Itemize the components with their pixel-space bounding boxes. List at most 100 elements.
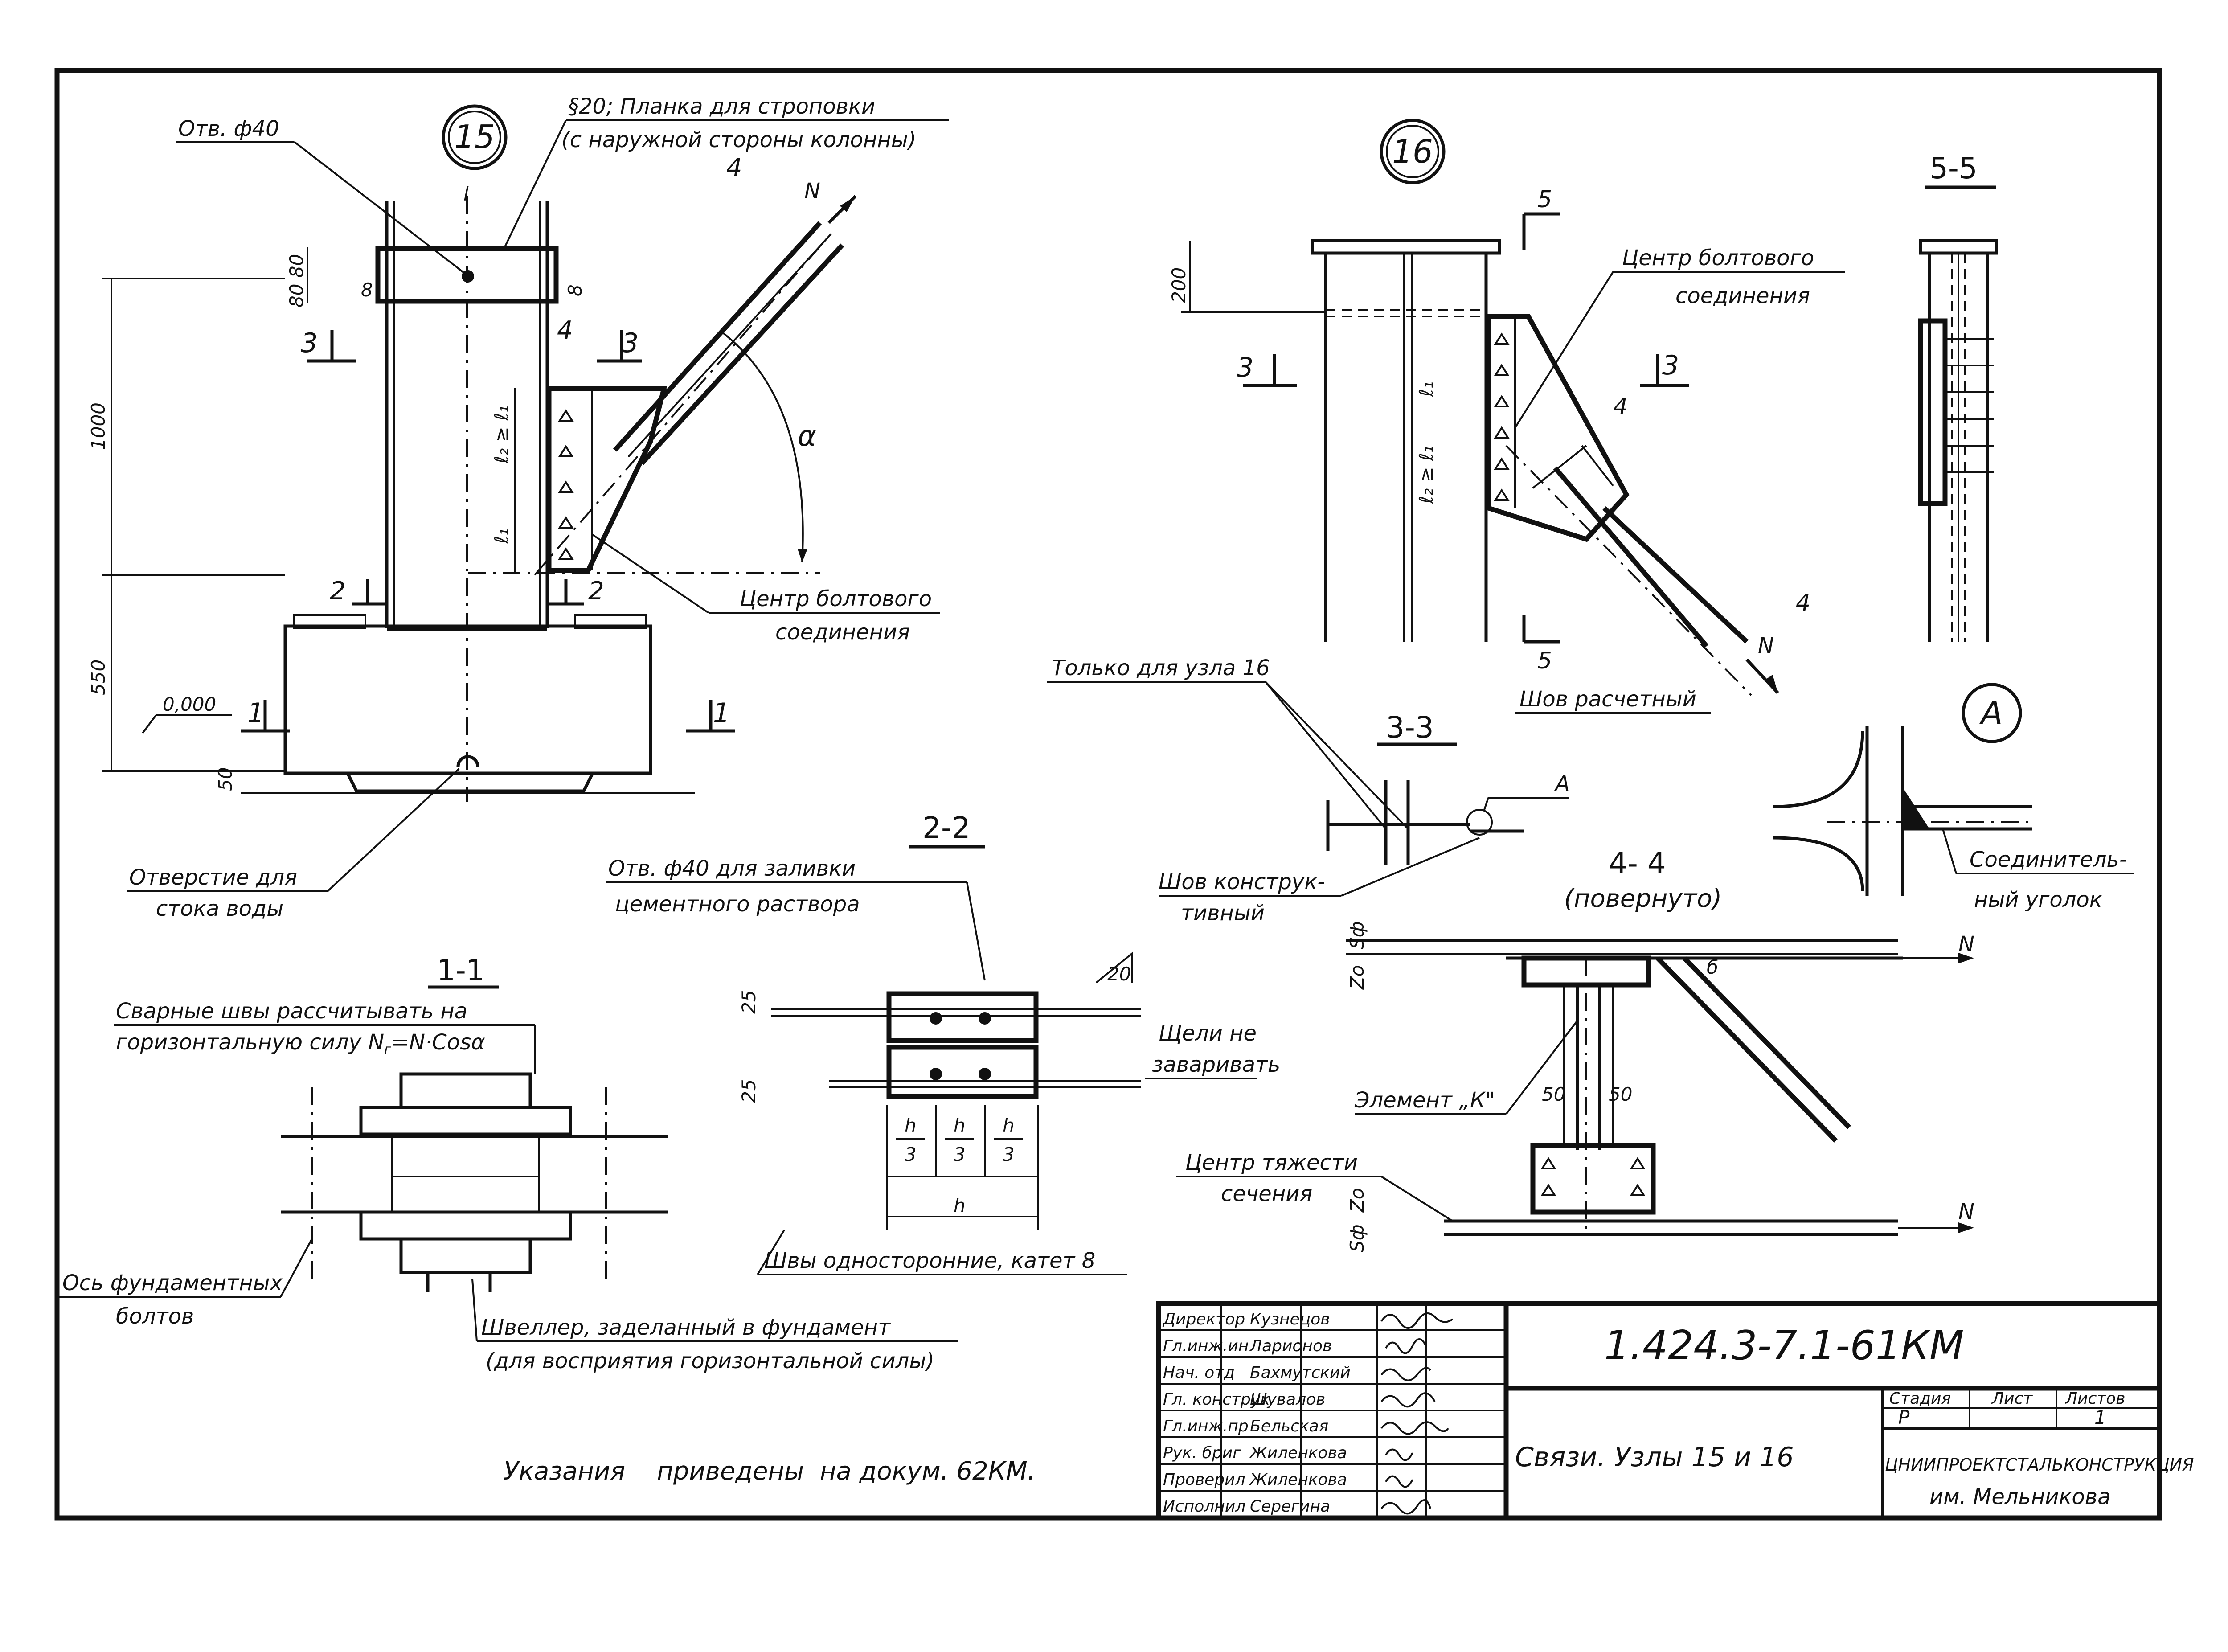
label-bolt-axis-2: болтов — [116, 1304, 194, 1329]
drawing-label: Кузнецов — [1250, 1310, 1330, 1328]
drawing-label: ℓ₂ ≥ ℓ₁ — [491, 406, 512, 464]
section-2-2-title: 2-2 — [922, 811, 971, 845]
drawing-label: A — [1554, 771, 1570, 796]
dim-550: 550 — [87, 660, 109, 695]
drawing-label: 2 — [330, 577, 346, 606]
label-centroid: Центр тяжести — [1185, 1150, 1358, 1175]
drawing-label: 50 — [1542, 1083, 1565, 1105]
drawing-label: 4 — [1796, 590, 1810, 616]
drawing-label: ℓ₁ — [1415, 381, 1437, 397]
drawing-label: 5 — [1537, 186, 1552, 213]
drawing-label: Шувалов — [1250, 1390, 1325, 1409]
node-16-number: 16 — [1392, 133, 1433, 170]
section-5-5-title: 5-5 — [1929, 151, 1978, 185]
drawing-label: N — [1758, 633, 1774, 658]
drawing-label: Гл. конструк — [1163, 1390, 1270, 1409]
node-15-number: 15 — [454, 118, 495, 156]
detail-A: A Соединитель- ный уголок — [1773, 683, 2134, 912]
drawing-label: 25 — [738, 1079, 760, 1103]
drawing-label: N — [1958, 1199, 1974, 1224]
drawing-label: Серегина — [1250, 1497, 1330, 1516]
label-drain-hole: Отверстие для — [129, 865, 297, 890]
label-drain-hole-2: стока воды — [156, 896, 283, 921]
drawing-label: N — [804, 179, 820, 204]
drawing-label: 3 — [1237, 352, 1253, 383]
label-only-node-16: Только для узла 16 — [1052, 656, 1270, 680]
detail-A-circle — [1962, 683, 2022, 743]
label-grout-hole-2: цементного раствора — [615, 892, 860, 917]
drawing-label: б — [1707, 956, 1718, 978]
drawing-label: 8 — [564, 284, 586, 296]
drawing-label: 4 — [1613, 394, 1628, 420]
node-15-circle — [442, 104, 508, 170]
drawing-code: 1.424.3-7.1-61КМ — [1604, 1322, 1964, 1369]
drawing-label: N — [1958, 932, 1974, 957]
drawing-label: 25 — [738, 990, 760, 1014]
drawing-label: Жиленкова — [1249, 1471, 1347, 1489]
drawing-label: l — [463, 183, 469, 205]
section-5-5: 5-5 — [1918, 151, 1998, 642]
title-block: Директор Кузнецов Гл.инж.ин Ларионов Нач… — [1156, 1301, 2194, 1521]
drawing-label: 1 — [2094, 1406, 2106, 1428]
drawing-label: Sф — [1346, 1224, 1368, 1252]
label-connector-2: ный уголок — [1974, 887, 2102, 912]
label-channel-2: (для восприятия горизонтальной силы) — [486, 1349, 934, 1373]
drawing-label: ℓ₁ — [491, 529, 512, 544]
drawing-label: Гл.инж.пр — [1163, 1417, 1249, 1435]
drawing-label: h — [954, 1115, 966, 1136]
drawing-label: Листов — [2064, 1390, 2125, 1408]
drawing-label: Лист — [1991, 1390, 2033, 1408]
detail-A-letter: A — [1979, 694, 2003, 732]
drawing-label: Ларионов — [1249, 1337, 1332, 1355]
drawing-label: 4 — [557, 316, 573, 345]
drawing-label: Нач. отд — [1163, 1364, 1235, 1382]
label-gaps: Щели не — [1159, 1021, 1257, 1046]
label-channel: Швеллер, заделанный в фундамент — [481, 1315, 891, 1340]
section-4-4: 4- 4 (повернуто) N N Zo Sф Zo Sф б 50 50… — [1176, 846, 1974, 1252]
label-bolt-center-15: Центр болтового — [740, 586, 932, 611]
label-weld-constr-2: тивный — [1181, 901, 1265, 926]
section-4-4-title: 4- 4 — [1609, 846, 1666, 881]
dim-80-80: 80 80 — [286, 254, 307, 307]
label-centroid-2: сечения — [1221, 1181, 1312, 1206]
label-element-k: Элемент „К" — [1354, 1088, 1495, 1113]
drawing-label: α — [798, 420, 816, 453]
drawing-label: Р — [1898, 1406, 1910, 1428]
drawing-label: Рук. бриг — [1163, 1444, 1241, 1462]
drawing-label: h — [1003, 1115, 1015, 1136]
organization-2: им. Мельникова — [1929, 1484, 2110, 1509]
section-1-1: 1-1 Сварные швы рассчитывать на горизонт… — [58, 953, 958, 1373]
drawing-title: Связи. Узлы 15 и 16 — [1515, 1442, 1794, 1473]
label-weld-constr: Шов конструк- — [1159, 869, 1325, 894]
drawing-label: 200 — [1168, 267, 1190, 303]
drawing-label: Проверил — [1163, 1471, 1245, 1489]
drawing-label: 4 — [726, 153, 742, 182]
dim-50: 50 — [214, 767, 236, 791]
section-2-2: 2-2 Отв. ф40 для заливки цементного раст… — [606, 811, 1280, 1275]
drawing-label: 50 — [1609, 1083, 1632, 1105]
drawing-label: Исполнил — [1163, 1497, 1245, 1516]
drawing-label: 3 — [1662, 350, 1679, 381]
label-hole-40: Отв. ф40 — [178, 116, 279, 141]
label-grout-hole: Отв. ф40 для заливки — [608, 856, 856, 881]
drawing-label: 3 — [954, 1144, 966, 1165]
drawing-label: ℓ₂ ≥ ℓ₁ — [1415, 446, 1437, 504]
drawing-label: 3 — [1003, 1144, 1015, 1165]
node-15-view: 15 N α — [87, 94, 949, 921]
drawing-label: Sф — [1346, 921, 1368, 949]
lifting-plate — [375, 246, 559, 304]
label-bolt-center-16: Центр болтового — [1622, 246, 1814, 271]
label-lifting-plate-2: (с наружной стороны колонны) — [561, 127, 916, 152]
drawing-label: Директор — [1162, 1310, 1245, 1328]
section-4-4-note: (повернуто) — [1564, 884, 1722, 913]
sheet-frame — [54, 68, 2162, 1521]
label-bolt-center-15-2: соединения — [775, 620, 910, 645]
drawing-label: h — [954, 1195, 966, 1217]
drawing-label: 20 — [1107, 963, 1131, 985]
drawing-label: 3 — [622, 328, 639, 359]
section-3-3: 3-3 Только для узла 16 A Шов конструк- т… — [1047, 656, 1570, 926]
label-gaps-2: заваривать — [1152, 1052, 1280, 1077]
elevation-zero: 0,000 — [163, 693, 216, 715]
node-16-view: 16 N 200 ℓ₂ ≥ ℓ₁ ℓ₁ — [1168, 119, 1845, 714]
